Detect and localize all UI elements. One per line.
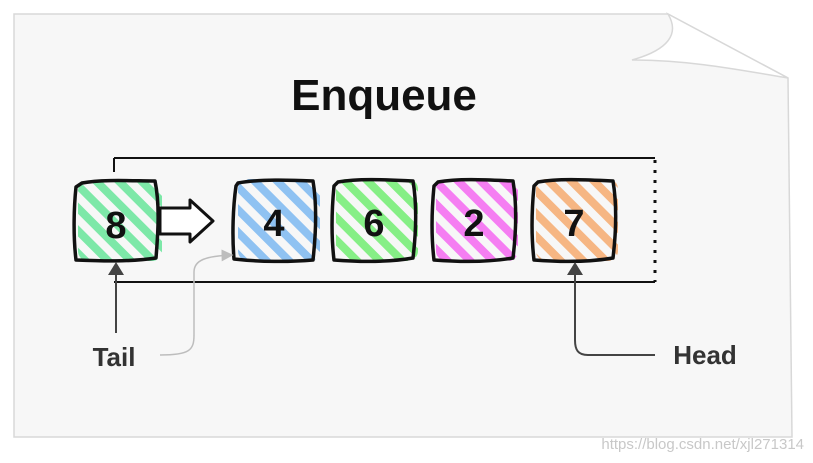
tail-label: Tail: [93, 342, 136, 372]
element-value: 6: [363, 203, 384, 245]
tail-next-connector: [159, 249, 234, 356]
head-pointer-arrow: [574, 268, 655, 356]
element-value: 2: [463, 203, 484, 245]
watermark-text: https://blog.csdn.net/xjl271314: [601, 436, 804, 453]
queue-item: 4: [231, 178, 320, 264]
incoming-element: 8: [72, 178, 162, 263]
queue-item: 7: [530, 177, 618, 264]
tail-arrowhead: [108, 262, 124, 275]
element-border: [430, 177, 518, 264]
element-value: 8: [105, 205, 126, 247]
element-fill: [436, 179, 518, 261]
element-border: [231, 178, 318, 264]
enqueue-arrow-icon: [158, 198, 215, 244]
element-value: 4: [263, 203, 284, 245]
page-title: Enqueue: [291, 71, 477, 120]
element-fill: [238, 179, 320, 261]
element-fill: [78, 181, 162, 261]
queue-container: [113, 157, 657, 283]
head-arrowhead: [567, 262, 583, 275]
element-border: [530, 177, 618, 264]
queue-item: 2: [430, 177, 518, 264]
paper-fold: [631, 12, 789, 79]
element-border: [72, 178, 160, 263]
element-fill: [536, 179, 618, 261]
head-label: Head: [673, 340, 737, 370]
queue-item: 6: [330, 177, 418, 264]
element-value: 7: [563, 203, 584, 245]
element-fill: [336, 179, 418, 261]
element-border: [330, 177, 418, 264]
